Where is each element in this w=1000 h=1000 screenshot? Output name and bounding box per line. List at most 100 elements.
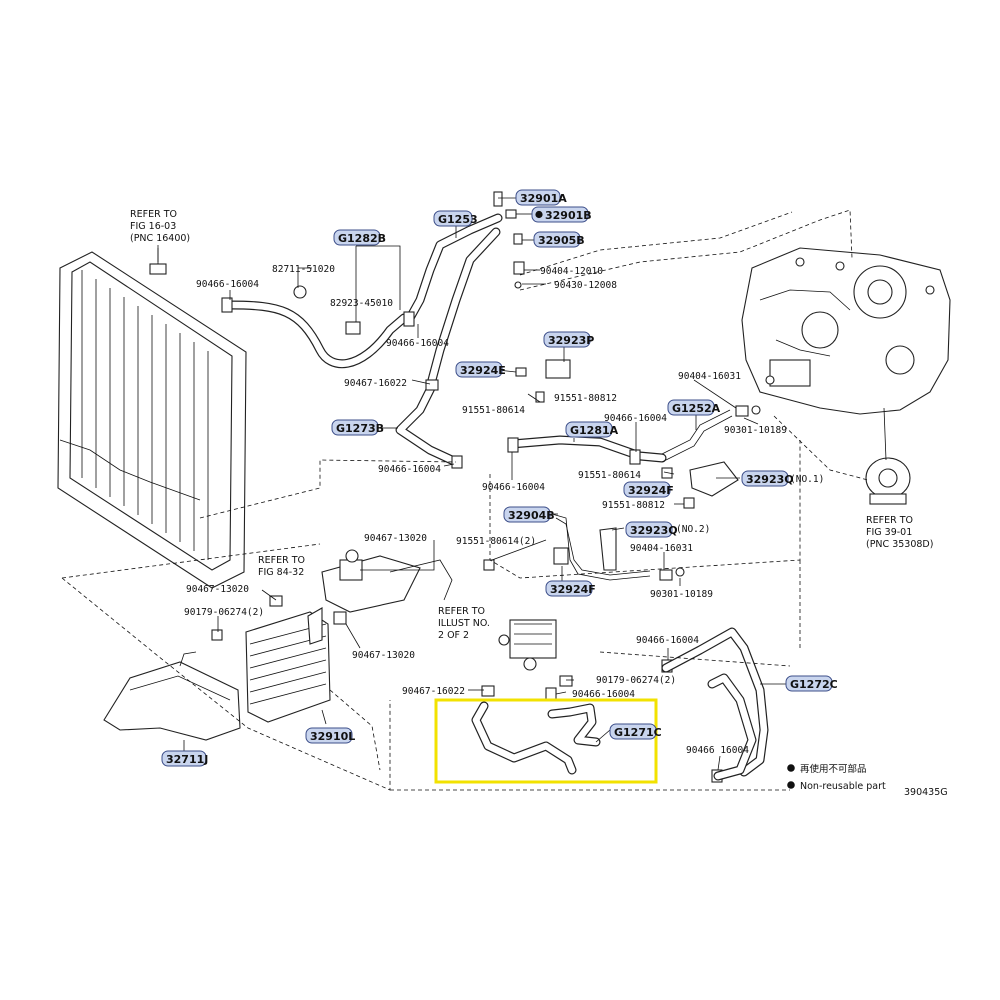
non-reusable-dot-icon [787, 764, 795, 772]
note-refer-radiator: REFER TO FIG 16-03 (PNC 16400) [130, 209, 190, 244]
hose-g1281a [507, 435, 667, 463]
figure-id: 390435G [904, 787, 948, 798]
svg-text:REFER TO: REFER TO [438, 606, 485, 617]
svg-text:32901B: 32901B [545, 209, 592, 222]
svg-text:32923P: 32923P [548, 334, 594, 347]
label-90404-12010[interactable]: 90404-12010 [540, 266, 603, 277]
pill-32904B[interactable]: 32904B [503, 506, 555, 523]
dashed-boundary [61, 209, 869, 791]
svg-text:32904B: 32904B [508, 509, 555, 522]
svg-text:(PNC 16400): (PNC 16400) [130, 233, 190, 244]
label-90466-16004-f[interactable]: 90466-16004 [636, 635, 699, 646]
pill-32923P[interactable]: 32923P [543, 331, 594, 348]
hose-g1282b [225, 300, 409, 369]
pipe-g1252a [661, 409, 733, 463]
svg-text:32924F: 32924F [550, 583, 596, 596]
svg-text:G1282B: G1282B [338, 232, 386, 245]
thermostat-valve [321, 549, 453, 613]
legend-en: Non-reusable part [800, 781, 886, 792]
transmission [741, 247, 951, 415]
label-no2: (NO.2) [676, 524, 710, 535]
label-91551-80812-a[interactable]: 91551-80812 [554, 393, 617, 404]
pump-assembly [865, 407, 911, 505]
svg-text:32923Q: 32923Q [630, 524, 678, 537]
svg-text:(PNC 35308D): (PNC 35308D) [866, 539, 933, 550]
svg-text:ILLUST NO.: ILLUST NO. [438, 618, 490, 629]
label-90466-16004-h[interactable]: 90466 16004 [686, 745, 749, 756]
label-82711-51020[interactable]: 82711-51020 [272, 264, 335, 275]
label-90179-06274-a[interactable]: 90179-06274(2) [184, 607, 264, 618]
pill-G1282B[interactable]: G1282B [333, 229, 386, 246]
hose-g1253 [405, 213, 503, 385]
pill-G1252A[interactable]: G1252A [667, 399, 721, 416]
pill-G1272C[interactable]: G1272C [785, 675, 838, 692]
pill-G1271C[interactable]: G1271C [609, 723, 662, 740]
pill-32924F-2[interactable]: 32924F [545, 580, 596, 597]
svg-text:REFER TO: REFER TO [130, 209, 177, 220]
non-reusable-dot-icon [787, 781, 795, 789]
pipe-32904b [551, 513, 651, 581]
svg-text:FIG 16-03: FIG 16-03 [130, 221, 176, 232]
pill-32901B[interactable]: 32901B [531, 206, 592, 223]
label-90404-16031-a[interactable]: 90404-16031 [678, 371, 741, 382]
label-90467-13020-b[interactable]: 90467-13020 [186, 584, 249, 595]
note-refer-fig39: REFER TO FIG 39-01 (PNC 35308D) [866, 515, 933, 550]
svg-text:32923Q: 32923Q [746, 473, 794, 486]
solenoid-block [498, 619, 557, 671]
pill-G1253[interactable]: G1253 [433, 210, 478, 227]
label-90301-10189-a[interactable]: 90301-10189 [724, 425, 787, 436]
pill-32924E[interactable]: 32924E [455, 361, 506, 378]
pill-32923Q-no1[interactable]: 32923Q [741, 470, 794, 487]
label-90179-06274-b[interactable]: 90179-06274(2) [596, 675, 676, 686]
svg-text:G1281A: G1281A [570, 424, 619, 437]
hose-g1273b [395, 381, 461, 467]
air-duct [103, 651, 241, 741]
svg-text:REFER TO: REFER TO [866, 515, 913, 526]
pill-32711J[interactable]: 32711J [161, 750, 208, 767]
note-refer-fig84: REFER TO FIG 84-32 [258, 555, 305, 578]
pill-G1281A[interactable]: G1281A [565, 421, 619, 438]
svg-text:32905B: 32905B [538, 234, 585, 247]
legend-jp: 再使用不可部品 [800, 763, 867, 775]
pill-32910L[interactable]: 32910L [305, 727, 355, 744]
label-90467-13020-c[interactable]: 90467-13020 [352, 650, 415, 661]
svg-text:G1271C: G1271C [614, 726, 662, 739]
label-82923-45010[interactable]: 82923-45010 [330, 298, 393, 309]
svg-text:G1252A: G1252A [672, 402, 721, 415]
label-90467-13020-a[interactable]: 90467-13020 [364, 533, 427, 544]
svg-text:32924E: 32924E [460, 364, 506, 377]
pill-32905B[interactable]: 32905B [533, 231, 585, 248]
label-90467-16022-b[interactable]: 90467-16022 [402, 686, 465, 697]
label-90466-16004-c[interactable]: 90466-16004 [604, 413, 667, 424]
label-90467-16022-a[interactable]: 90467-16022 [344, 378, 407, 389]
label-91551-80614-c[interactable]: 91551-80614(2) [456, 536, 536, 547]
label-90466-16004-d[interactable]: 90466-16004 [378, 464, 441, 475]
label-90466-16004-b[interactable]: 90466-16004 [386, 338, 449, 349]
label-90466-16004-e[interactable]: 90466-16004 [482, 482, 545, 493]
legend: 再使用不可部品 Non-reusable part [787, 763, 886, 792]
label-90301-10189-b[interactable]: 90301-10189 [650, 589, 713, 600]
pill-32901A[interactable]: 32901A [515, 189, 567, 206]
svg-text:FIG 39-01: FIG 39-01 [866, 527, 912, 538]
svg-text:G1272C: G1272C [790, 678, 838, 691]
label-no1: (NO.1) [790, 474, 824, 485]
pill-G1273B[interactable]: G1273B [331, 419, 384, 436]
leader-lines [157, 197, 786, 771]
svg-text:G1253: G1253 [438, 213, 478, 226]
label-90404-16031-b[interactable]: 90404-16031 [630, 543, 693, 554]
label-91551-80614-a[interactable]: 91551-80614 [462, 405, 525, 416]
label-90466-16004-g[interactable]: 90466-16004 [572, 689, 635, 700]
label-91551-80614-b[interactable]: 91551-80614 [578, 470, 641, 481]
label-90466-16004-a[interactable]: 90466-16004 [196, 279, 259, 290]
svg-text:32901A: 32901A [520, 192, 567, 205]
svg-text:FIG 84-32: FIG 84-32 [258, 567, 304, 578]
part-number-labels: 90404-12010 90430-12008 90466-16004 8271… [184, 264, 824, 756]
pill-32923Q-no2[interactable]: 32923Q [625, 521, 678, 538]
label-90430-12008[interactable]: 90430-12008 [554, 280, 617, 291]
pill-32924F-1[interactable]: 32924F [623, 481, 674, 498]
hose-g1271c [471, 701, 601, 775]
label-91551-80812-b[interactable]: 91551-80812 [602, 500, 665, 511]
fittings [211, 191, 761, 687]
